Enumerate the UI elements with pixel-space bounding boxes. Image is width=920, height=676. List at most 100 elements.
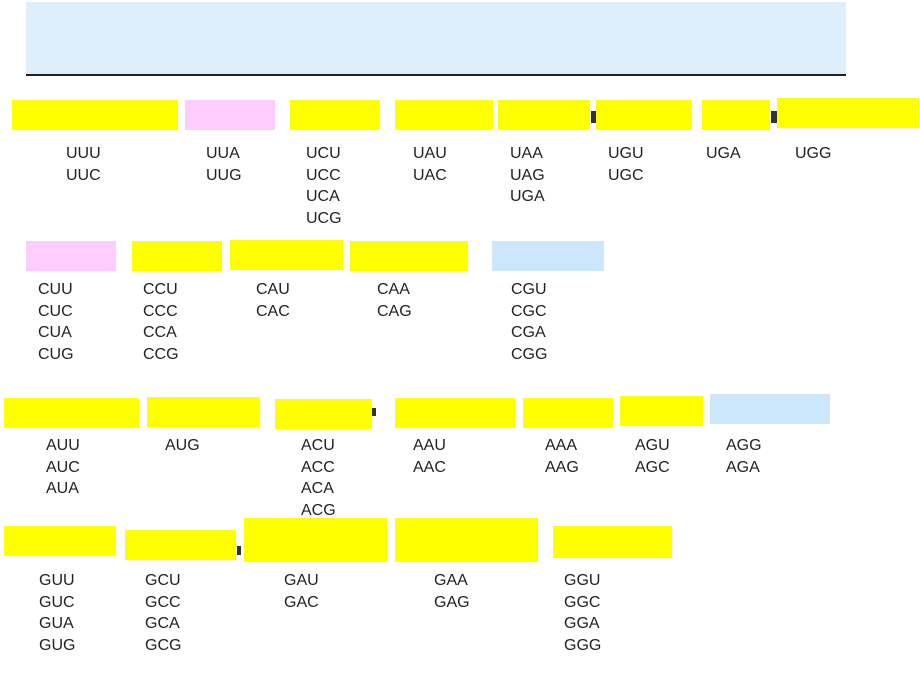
codon: ACU <box>301 437 335 454</box>
codon: CGU <box>511 281 547 298</box>
amino-acid-label-8 <box>777 98 919 128</box>
codon-group-15: AUG <box>165 435 200 457</box>
codon: UGG <box>795 145 832 162</box>
codon: CAG <box>377 302 412 320</box>
amino-acid-label-20 <box>710 394 830 424</box>
codon: AAC <box>413 458 446 476</box>
codon: AUC <box>46 458 80 476</box>
codon: ACC <box>301 458 335 476</box>
codon: UAA <box>510 145 543 162</box>
codon: GGC <box>564 593 601 611</box>
codon: CAA <box>377 281 410 298</box>
codon: CCU <box>143 281 178 298</box>
codon: AGA <box>726 458 760 476</box>
codon: CCC <box>143 302 178 320</box>
codon: UAU <box>413 145 447 162</box>
amino-acid-label-11 <box>230 240 343 270</box>
amino-acid-label-17 <box>395 398 515 428</box>
amino-acid-label-12 <box>350 241 468 271</box>
codon: UUG <box>206 166 242 184</box>
codon: UCU <box>306 145 341 162</box>
codon: GAU <box>284 572 319 589</box>
codon-group-20: AGG AGA <box>726 435 762 478</box>
codon-group-19: AGU AGC <box>635 435 670 478</box>
codon: CCG <box>143 345 179 363</box>
codon: UUA <box>206 145 240 162</box>
codon-group-24: GAA GAG <box>434 570 470 613</box>
codon: GCA <box>145 615 180 632</box>
amino-acid-label-4 <box>395 100 493 130</box>
codon-group-11: CAU CAC <box>256 279 290 322</box>
codon-group-9: CUU CUC CUA CUG <box>38 279 74 365</box>
amino-acid-label-15 <box>147 397 260 427</box>
codon-group-12: CAA CAG <box>377 279 412 322</box>
codon: GCC <box>145 593 181 611</box>
codon-group-5: UAA UAG UGA <box>510 143 545 208</box>
amino-acid-label-10 <box>132 241 222 271</box>
codon-group-10: CCU CCC CCA CCG <box>143 279 179 365</box>
amino-acid-label-24 <box>395 518 538 562</box>
codon: GUC <box>39 593 75 611</box>
codon-group-25: GGU GGC GGA GGG <box>564 570 601 656</box>
codon: CAU <box>256 281 290 298</box>
title-banner <box>26 2 846 76</box>
codon-group-7: UGA <box>706 143 741 165</box>
amino-acid-label-2 <box>185 100 275 130</box>
amino-acid-label-9 <box>26 241 116 271</box>
codon: GCG <box>145 636 182 654</box>
codon: ACA <box>301 480 334 497</box>
codon: GGA <box>564 615 600 632</box>
codon: AGC <box>635 458 670 476</box>
codon: AUU <box>46 437 80 454</box>
codon: UGU <box>608 145 644 162</box>
codon: GUA <box>39 615 74 632</box>
codon: CUG <box>38 345 74 363</box>
amino-acid-label-5 <box>498 100 590 130</box>
codon: GUG <box>39 636 76 654</box>
codon: UGA <box>510 188 545 205</box>
codon-group-21: GUU GUC GUA GUG <box>39 570 75 656</box>
hidden-label-fragment <box>372 408 376 416</box>
codon: UUC <box>66 166 101 184</box>
codon-group-1: UUU UUC <box>66 143 101 186</box>
codon: GGG <box>564 636 602 654</box>
codon: CUU <box>38 281 73 298</box>
amino-acid-label-7 <box>702 100 770 130</box>
codon: CCA <box>143 324 177 341</box>
codon: CGC <box>511 302 547 320</box>
codon: AUG <box>165 437 200 454</box>
codon: CUC <box>38 302 73 320</box>
amino-acid-label-23 <box>244 518 387 562</box>
hidden-label-fragment <box>771 111 777 123</box>
hidden-label-fragment <box>237 546 241 555</box>
codon: AUA <box>46 480 79 497</box>
codon: UAC <box>413 166 447 184</box>
codon-group-23: GAU GAC <box>284 570 319 613</box>
amino-acid-label-1 <box>12 100 178 130</box>
codon: GUU <box>39 572 75 589</box>
codon: AGG <box>726 437 762 454</box>
codon: AAG <box>545 458 579 476</box>
amino-acid-label-22 <box>125 530 236 560</box>
amino-acid-label-19 <box>620 396 703 426</box>
amino-acid-label-18 <box>523 398 613 428</box>
codon: UGA <box>706 145 741 162</box>
codon: ACG <box>301 501 336 519</box>
codon: CAC <box>256 302 290 320</box>
codon: UCA <box>306 188 340 205</box>
hidden-label-fragment <box>591 111 597 123</box>
codon: GGU <box>564 572 601 589</box>
amino-acid-label-14 <box>4 398 139 428</box>
codon-group-3: UCU UCC UCA UCG <box>306 143 342 229</box>
codon: UUU <box>66 145 101 162</box>
codon: AAA <box>545 437 578 454</box>
codon: GAG <box>434 593 470 611</box>
codon: UCC <box>306 166 341 184</box>
codon-group-22: GCU GCC GCA GCG <box>145 570 181 656</box>
codon-group-13: CGU CGC CGA CGG <box>511 279 547 365</box>
codon: GAA <box>434 572 468 589</box>
codon: AAU <box>413 437 446 454</box>
codon-group-4: UAU UAC <box>413 143 447 186</box>
codon-group-17: AAU AAC <box>413 435 446 478</box>
amino-acid-label-6 <box>596 100 692 130</box>
